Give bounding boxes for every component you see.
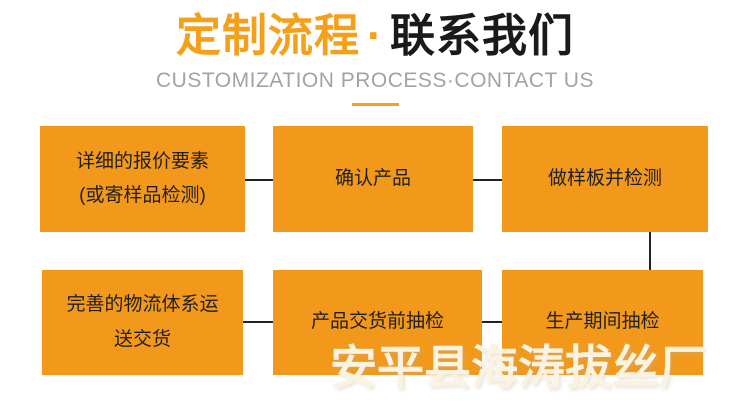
- step-box-predelivery-inspection: 产品交货前抽检: [273, 270, 482, 375]
- connector-line-step4-step5: [482, 321, 502, 323]
- title-black-part: 联系我们: [390, 10, 575, 61]
- step-box-logistics-delivery: 完善的物流体系运 送交货: [42, 270, 243, 375]
- title-orange-part: 定制流程: [175, 10, 360, 61]
- step-box-quote-details: 详细的报价要素 (或寄样品检测): [40, 126, 245, 232]
- connector-line-step2-step3: [473, 179, 502, 181]
- page-title: 定制流程·联系我们: [0, 8, 750, 64]
- step-box-make-sample-test: 做样板并检测: [502, 126, 708, 232]
- title-underline-divider: [351, 103, 399, 107]
- connector-line-step1-step2: [245, 179, 273, 181]
- connector-line-step3-step4: [649, 232, 651, 270]
- step-box-confirm-product: 确认产品: [273, 126, 473, 232]
- page-subtitle: CUSTOMIZATION PROCESS·CONTACT US: [156, 69, 594, 93]
- title-separator-dot: ·: [367, 10, 383, 61]
- section-header: 定制流程·联系我们 CUSTOMIZATION PROCESS·CONTACT …: [0, 8, 750, 107]
- connector-line-step5-step6: [243, 321, 273, 323]
- step-box-production-inspection: 生产期间抽检: [502, 270, 703, 375]
